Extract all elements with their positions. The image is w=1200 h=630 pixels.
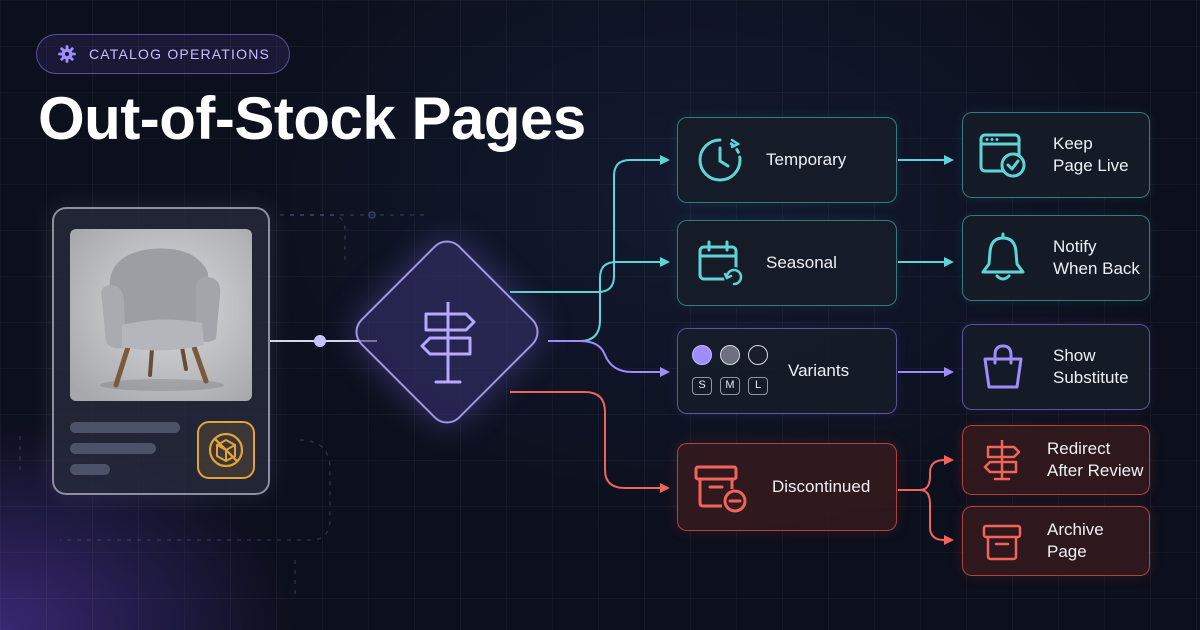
product-card <box>52 207 270 495</box>
connector-node-dot <box>314 335 326 347</box>
scenario-label: Discontinued <box>772 477 871 496</box>
clock-icon <box>698 138 742 182</box>
category-badge: CATALOG OPERATIONS <box>36 34 290 74</box>
page-title: Out-of-Stock Pages <box>38 85 586 152</box>
gear-icon <box>58 45 76 63</box>
signpost-icon <box>420 302 476 384</box>
calendar-refresh-icon <box>698 240 744 287</box>
out-of-stock-box-icon <box>208 432 244 468</box>
action-label-line2: Page Live <box>1053 156 1129 175</box>
action-keep-page-live: Keep Page Live <box>962 112 1150 198</box>
product-photo <box>70 229 252 401</box>
product-title-placeholder <box>70 422 180 433</box>
product-price-placeholder <box>70 443 156 454</box>
connector-discontinued <box>510 391 670 493</box>
action-label: Notify When Back <box>1053 236 1140 280</box>
scenario-label: Variants <box>788 361 850 380</box>
scenario-label: Seasonal <box>766 253 837 272</box>
bell-icon <box>981 232 1025 281</box>
scenario-temporary: Temporary <box>677 117 897 203</box>
action-notify-when-back: Notify When Back <box>962 215 1150 301</box>
connector-temporary <box>510 155 670 293</box>
action-label-line2: When Back <box>1053 259 1140 278</box>
product-meta-placeholder <box>70 464 110 475</box>
out-of-stock-badge <box>197 421 255 479</box>
action-label-line1: Redirect <box>1047 439 1111 458</box>
action-label-line1: Keep <box>1053 134 1093 153</box>
archive-minus-icon <box>694 465 747 513</box>
connector-archive <box>919 489 954 545</box>
connector-variants <box>548 340 670 377</box>
shopping-bag-icon <box>983 344 1023 389</box>
connector-seasonal <box>548 257 670 342</box>
action-label-line1: Archive <box>1047 520 1104 539</box>
action-label: Show Substitute <box>1053 345 1129 389</box>
size-chip: S <box>692 377 712 395</box>
connector-redirect <box>898 455 954 491</box>
armchair-image <box>100 248 224 391</box>
action-redirect-after-review: Redirect After Review <box>962 425 1150 495</box>
action-label-line1: Notify <box>1053 237 1097 256</box>
action-archive-page: Archive Page <box>962 506 1150 576</box>
scenario-label: Temporary <box>766 150 847 169</box>
size-chip: M <box>720 377 740 395</box>
badge-label: CATALOG OPERATIONS <box>89 46 271 62</box>
scenario-seasonal: Seasonal <box>677 220 897 306</box>
action-label: Archive Page <box>1047 519 1104 563</box>
size-chip: L <box>748 377 768 395</box>
swatch-violet <box>692 345 712 365</box>
swatch-black <box>748 345 768 365</box>
scenario-variants: S M L Variants <box>677 328 897 414</box>
action-label-line2: Substitute <box>1053 368 1129 387</box>
archive-box-icon <box>982 524 1022 561</box>
scenario-discontinued: Discontinued <box>677 443 897 531</box>
action-label-line2: Page <box>1047 542 1087 561</box>
action-label: Keep Page Live <box>1053 133 1129 177</box>
action-label-line2: After Review <box>1047 461 1144 480</box>
action-show-substitute: Show Substitute <box>962 324 1150 410</box>
action-label-line1: Show <box>1053 346 1096 365</box>
action-label: Redirect After Review <box>1047 438 1143 482</box>
signpost-icon <box>983 440 1021 481</box>
swatch-gray <box>720 345 740 365</box>
browser-check-icon <box>979 133 1026 178</box>
